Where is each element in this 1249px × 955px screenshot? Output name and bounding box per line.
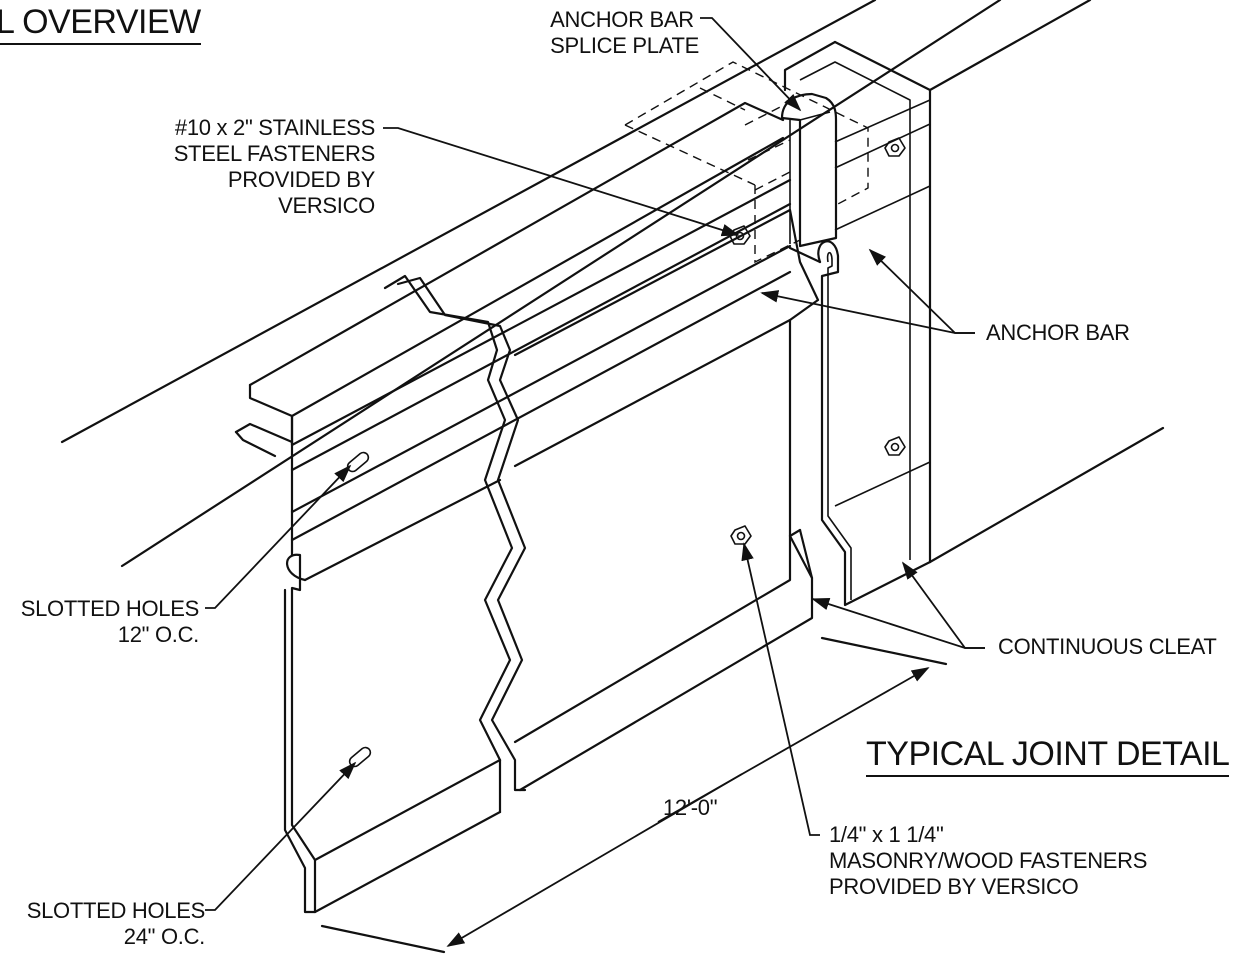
splice-plate [624, 61, 869, 264]
right-panel [513, 208, 822, 792]
break-line [383, 274, 527, 814]
anchor-bar-clip [780, 92, 838, 248]
label-masonry-fasteners: 1/4" x 1 1/4" MASONRY/WOOD FASTENERS PRO… [829, 822, 1147, 900]
label-line: VERSICO [278, 193, 375, 218]
fastener-masonry [730, 525, 752, 545]
label-anchor-bar-splice-plate: ANCHOR BAR SPLICE PLATE [550, 7, 699, 59]
label-line: SLOTTED HOLES [26, 898, 206, 923]
label-line: PROVIDED BY VERSICO [829, 874, 1079, 899]
label-line: 1/4" x 1 1/4" [829, 822, 944, 847]
label-line: STEEL FASTENERS [173, 141, 376, 166]
label-line: SPLICE PLATE [550, 33, 699, 58]
dimension-12ft [320, 636, 948, 954]
label-anchor-bar: ANCHOR BAR [986, 320, 1130, 345]
label-dimension-12ft: 12'-0" [663, 795, 718, 820]
label-slotted-holes-12: SLOTTED HOLES 12" O.C. [20, 596, 200, 648]
left-panel [283, 478, 502, 914]
label-slotted-holes-24: SLOTTED HOLES 24" O.C. [26, 898, 206, 950]
label-line: 24" O.C. [123, 924, 206, 949]
slotted-hole-bottom [348, 746, 372, 768]
right-cleat [817, 240, 932, 607]
joint-detail-title: TYPICAL JOINT DETAIL [866, 734, 1230, 777]
slotted-hole-top [346, 451, 370, 473]
label-line: #10 x 2" STAINLESS [174, 115, 375, 140]
label-continuous-cleat: CONTINUOUS CLEAT [998, 634, 1217, 659]
label-stainless-fasteners: #10 x 2" STAINLESS STEEL FASTENERS PROVI… [173, 115, 376, 219]
fastener-right-mid [884, 436, 906, 456]
label-line: SLOTTED HOLES [20, 596, 200, 621]
label-line: PROVIDED BY [227, 167, 375, 192]
leaders [205, 17, 985, 911]
label-line: MASONRY/WOOD FASTENERS [829, 848, 1148, 873]
right-wall-section [783, 40, 932, 564]
label-line: 12" O.C. [117, 622, 200, 647]
fastener-right-top [884, 137, 906, 157]
label-line: ANCHOR BAR [550, 7, 694, 32]
wall-lines [60, 0, 1165, 568]
overview-title: L OVERVIEW [0, 2, 201, 45]
